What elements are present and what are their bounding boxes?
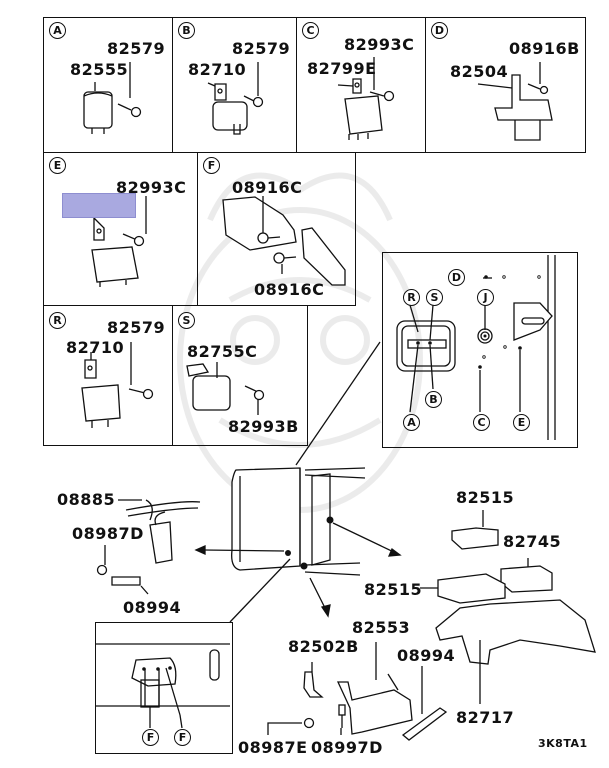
part-08916b: 08916B bbox=[509, 39, 580, 58]
unit-82515-bottom-drawing bbox=[420, 573, 506, 604]
panel-s-label: S bbox=[178, 312, 195, 329]
relay-82799e-drawing bbox=[337, 78, 383, 140]
panel-a-label: A bbox=[49, 22, 66, 39]
part-82504: 82504 bbox=[450, 62, 509, 81]
panel-r: R 82579 82710 bbox=[43, 305, 173, 446]
bolt-82993b-drawing bbox=[244, 385, 265, 415]
unit-82745-drawing bbox=[500, 558, 553, 593]
connector-callout-f-left: F bbox=[142, 729, 159, 746]
part-08916c-bottom: 08916C bbox=[254, 280, 325, 299]
part-82710-r: 82710 bbox=[66, 338, 125, 357]
location-callout-j: J bbox=[477, 289, 494, 306]
bolt-08916b-drawing bbox=[527, 62, 549, 95]
panel-f-label: F bbox=[203, 157, 220, 174]
strap-08994-bottom-drawing bbox=[401, 666, 448, 741]
part-82553: 82553 bbox=[352, 618, 411, 637]
harness-08885-drawing bbox=[118, 499, 201, 564]
panel-d: D 08916B 82504 bbox=[425, 17, 586, 153]
part-82502b: 82502B bbox=[288, 637, 359, 656]
relay-82710-drawing bbox=[207, 82, 248, 135]
panel-r-label: R bbox=[49, 312, 66, 329]
part-08987d: 08987D bbox=[72, 524, 144, 543]
part-08997d: 08997D bbox=[311, 738, 383, 757]
redacted-label-box bbox=[62, 193, 136, 218]
leader-arrows bbox=[194, 341, 402, 623]
panel-d-label: D bbox=[431, 22, 448, 39]
clamp-82502b-drawing bbox=[303, 662, 324, 698]
part-08994-bottom: 08994 bbox=[397, 646, 456, 665]
part-08916c-top: 08916C bbox=[232, 178, 303, 197]
part-82799e: 82799E bbox=[307, 59, 377, 78]
part-82579-r: 82579 bbox=[107, 318, 166, 337]
relay-82755c-drawing bbox=[186, 362, 231, 411]
location-callout-c: C bbox=[473, 414, 490, 431]
location-callout-e: E bbox=[513, 414, 530, 431]
bracket-f-drawing bbox=[222, 196, 346, 286]
bolt-82579-a-drawing bbox=[117, 62, 142, 118]
part-82755c: 82755C bbox=[187, 342, 258, 361]
stud-08997d-drawing bbox=[338, 704, 346, 735]
relay-82515-top-drawing bbox=[451, 510, 499, 550]
location-inset-drawing bbox=[396, 255, 556, 440]
panel-e-label: E bbox=[49, 157, 66, 174]
part-82579-b: 82579 bbox=[232, 39, 291, 58]
bracket-82553-drawing bbox=[336, 642, 413, 735]
part-82993c-e: 82993C bbox=[116, 178, 187, 197]
part-82993c-c: 82993C bbox=[344, 35, 415, 54]
clip-08994-left-drawing bbox=[111, 576, 149, 595]
part-82710-b: 82710 bbox=[188, 60, 247, 79]
part-82579-a: 82579 bbox=[107, 39, 166, 58]
part-08987e: 08987E bbox=[238, 738, 308, 757]
part-82717: 82717 bbox=[456, 708, 515, 727]
bolt-82579-b-drawing bbox=[243, 62, 264, 108]
panel-b-label: B bbox=[178, 22, 195, 39]
bolt-82993c-c-drawing bbox=[369, 57, 395, 102]
part-82745: 82745 bbox=[503, 532, 562, 551]
door-frame-drawing bbox=[231, 467, 366, 576]
connector-inset-drawing bbox=[96, 643, 230, 729]
bolt-82579-r-drawing bbox=[128, 342, 154, 400]
panel-e: E 82993C bbox=[43, 152, 198, 306]
bracket-82504-drawing bbox=[477, 74, 553, 141]
location-callout-s: S bbox=[426, 289, 443, 306]
part-82993b: 82993B bbox=[228, 417, 299, 436]
bracket-82717-drawing bbox=[435, 599, 596, 704]
location-callout-r: R bbox=[403, 289, 420, 306]
part-82555: 82555 bbox=[70, 60, 129, 79]
part-82515-bottom: 82515 bbox=[364, 580, 423, 599]
relay-82710-r-drawing bbox=[81, 352, 121, 428]
panel-c-label: C bbox=[302, 22, 319, 39]
nut-08987d-drawing bbox=[96, 545, 108, 576]
connector-callout-f-right: F bbox=[174, 729, 191, 746]
location-callout-a: A bbox=[403, 414, 420, 431]
connector-inset: F F bbox=[95, 622, 233, 754]
panel-c: C 82993C 82799E bbox=[296, 17, 426, 153]
relay-82555-drawing bbox=[83, 82, 113, 134]
location-callout-d: D bbox=[448, 269, 465, 286]
location-inset: D R S J A B C E bbox=[382, 252, 578, 448]
panel-f: F 08916C 08916C bbox=[197, 152, 356, 306]
reference-code: 3K8TA1 bbox=[538, 737, 588, 750]
location-callout-b: B bbox=[425, 391, 442, 408]
part-82515-top: 82515 bbox=[456, 488, 515, 507]
panel-b: B 82579 82710 bbox=[172, 17, 297, 153]
nut-08987e-drawing bbox=[267, 717, 315, 735]
part-08885: 08885 bbox=[57, 490, 116, 509]
panel-s: S 82755C 82993B bbox=[172, 305, 308, 446]
bolt-82993c-e-drawing bbox=[122, 196, 147, 247]
panel-a: A 82579 82555 bbox=[43, 17, 173, 153]
relay-82993c-e-drawing bbox=[91, 216, 139, 287]
part-08994-left: 08994 bbox=[123, 598, 182, 617]
